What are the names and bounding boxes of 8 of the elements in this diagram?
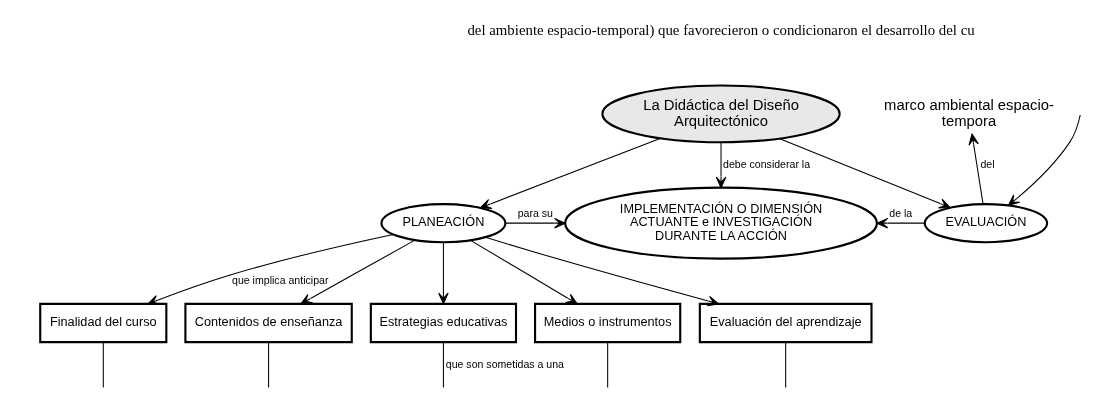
edge-label: que son sometidas a una: [445, 357, 564, 370]
edge-label: que implica anticipar: [231, 273, 328, 286]
edge-label: debe considerar la: [722, 157, 810, 170]
edge-label: de la: [888, 206, 912, 219]
edge-label: del: [979, 157, 995, 170]
node-text: marco ambiental espacio-tempora: [883, 96, 1054, 129]
label: del ambiente espacio-temporal) que favorecieron o condicionaron el desarrollo del cu: [466, 22, 975, 39]
edge-label: para su: [517, 206, 553, 219]
